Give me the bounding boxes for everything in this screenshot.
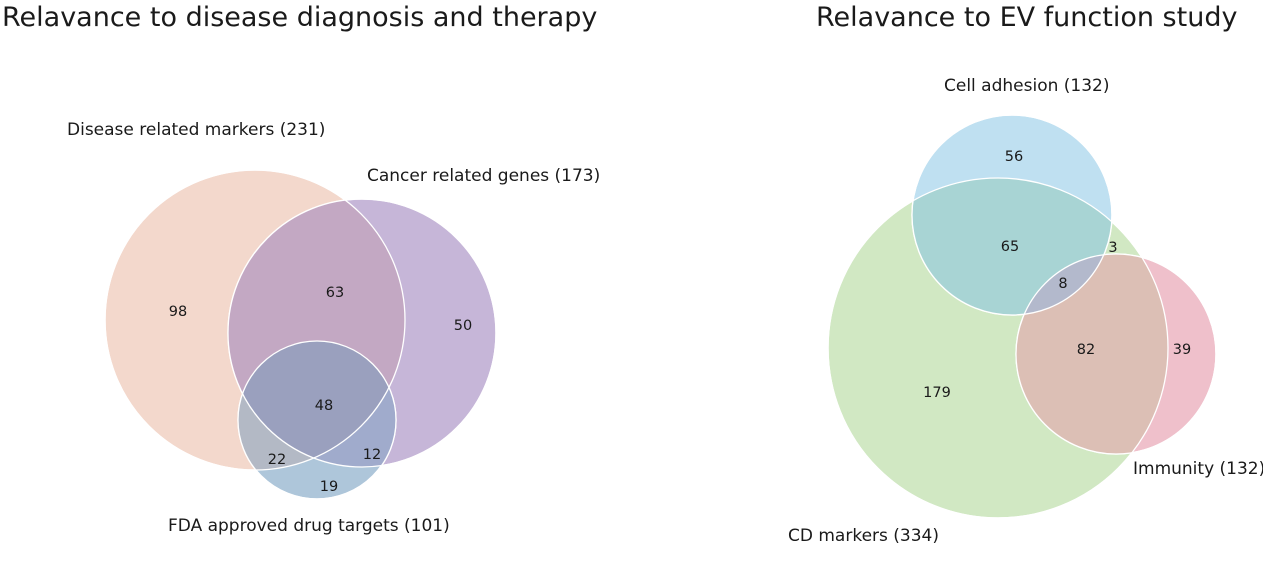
left-venn-panel: Relavance to disease diagnosis and thera… — [2, 2, 600, 536]
count-disease-only: 98 — [169, 304, 187, 320]
right-venn-panel: Relavance to EV function study Cell adhe… — [788, 2, 1263, 546]
fda-targets-outline — [237, 340, 397, 500]
count-right-all-three: 8 — [1058, 276, 1067, 292]
cd-markers-outline — [827, 177, 1169, 519]
cell-adhesion-outline — [911, 114, 1113, 316]
count-cd-immunity: 82 — [1077, 342, 1095, 358]
count-adhesion-immunity: 3 — [1108, 240, 1117, 256]
left-panel-title: Relavance to disease diagnosis and thera… — [2, 2, 597, 33]
fda-targets-label: FDA approved drug targets (101) — [168, 516, 450, 536]
count-adhesion-only: 56 — [1005, 149, 1023, 165]
disease-markers-label: Disease related markers (231) — [67, 120, 325, 140]
count-left-all-three: 48 — [315, 398, 333, 414]
count-disease-fda: 22 — [268, 452, 286, 468]
right-panel-title: Relavance to EV function study — [816, 2, 1237, 33]
cell-adhesion-label: Cell adhesion (132) — [944, 76, 1110, 96]
immunity-label: Immunity (132) — [1133, 459, 1263, 479]
count-disease-cancer: 63 — [326, 285, 344, 301]
count-cancer-only: 50 — [454, 318, 472, 334]
count-cd-only: 179 — [923, 385, 951, 401]
cd-markers-label: CD markers (334) — [788, 526, 939, 546]
immunity-outline — [1015, 253, 1217, 455]
count-cancer-fda: 12 — [363, 447, 381, 463]
count-fda-only: 19 — [320, 479, 338, 495]
cancer-genes-label: Cancer related genes (173) — [367, 166, 600, 186]
count-adhesion-cd: 65 — [1001, 239, 1019, 255]
cancer-genes-outline — [227, 198, 497, 468]
count-immunity-only: 39 — [1173, 342, 1191, 358]
